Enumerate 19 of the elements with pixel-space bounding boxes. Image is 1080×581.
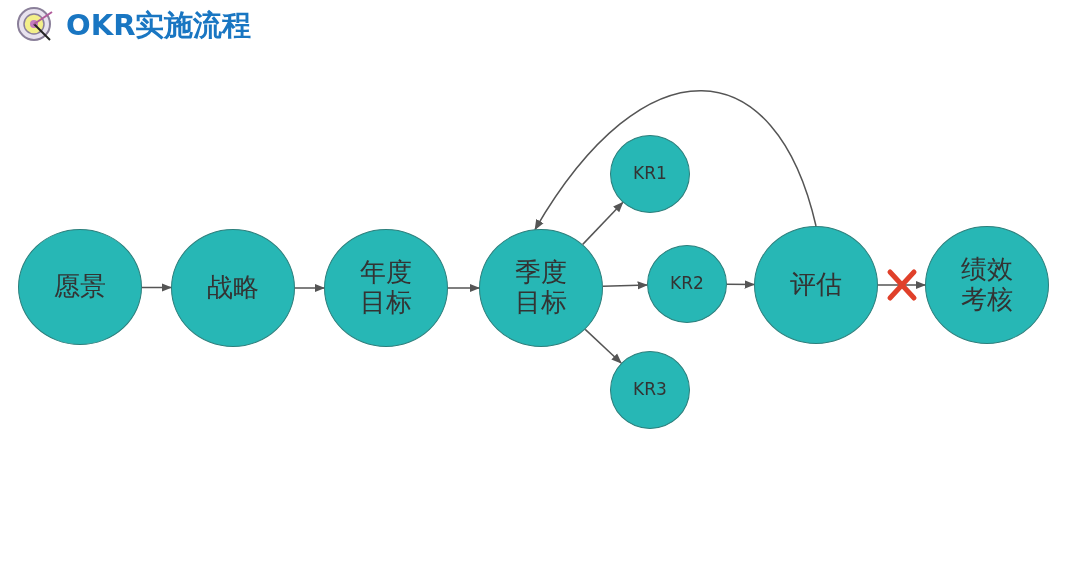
arrow xyxy=(584,328,622,364)
arrow xyxy=(141,283,173,292)
node-label: KR2 xyxy=(669,274,705,294)
arrow xyxy=(447,283,481,293)
arrow xyxy=(877,280,927,290)
node-label: 战略 xyxy=(206,273,260,303)
node-label: KR3 xyxy=(632,380,668,400)
arrow xyxy=(582,201,624,246)
node-label: 愿景 xyxy=(53,272,107,302)
title: OKR实施流程 xyxy=(66,7,252,44)
arrow xyxy=(294,283,326,293)
arrow xyxy=(726,280,756,289)
node-label: 评估 xyxy=(789,270,843,300)
arrow xyxy=(602,281,649,290)
node-label: 季度目标 xyxy=(514,258,568,318)
node-label: 绩效考核 xyxy=(960,255,1014,315)
node-label: 年度目标 xyxy=(359,258,413,318)
node-label: KR1 xyxy=(632,164,668,184)
arrow xyxy=(534,89,817,231)
